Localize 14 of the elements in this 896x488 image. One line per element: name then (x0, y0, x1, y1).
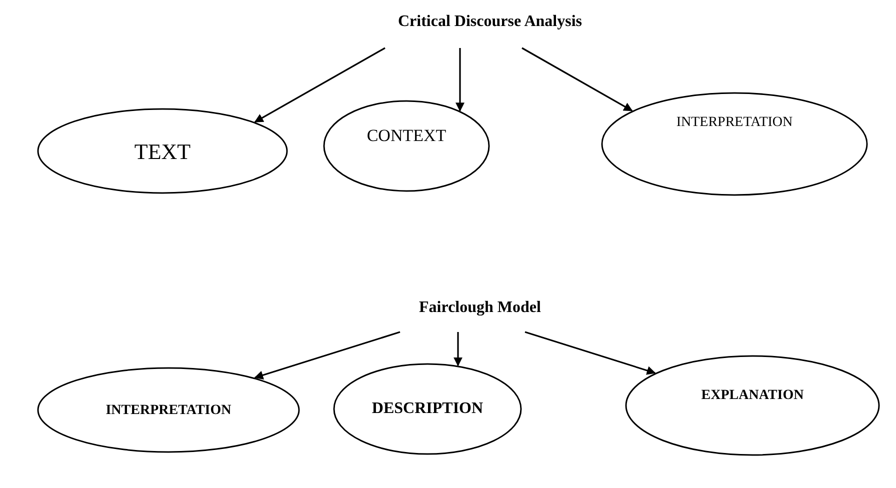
arrow (524, 331, 656, 375)
node-label: INTERPRETATION (676, 114, 793, 132)
arrow (522, 47, 633, 112)
node-label: INTERPRETATION (106, 402, 232, 420)
arrow (454, 332, 462, 366)
node-label: EXPLANATION (701, 387, 804, 405)
node-label: TEXT (134, 138, 191, 166)
node-label: CONTEXT (366, 125, 446, 148)
arrow (254, 47, 386, 123)
node-label: DESCRIPTION (372, 399, 484, 419)
heading-text: Fairclough Model (419, 298, 541, 318)
arrow (254, 331, 400, 380)
heading-text: Critical Discourse Analysis (398, 12, 582, 32)
arrow (456, 48, 464, 112)
